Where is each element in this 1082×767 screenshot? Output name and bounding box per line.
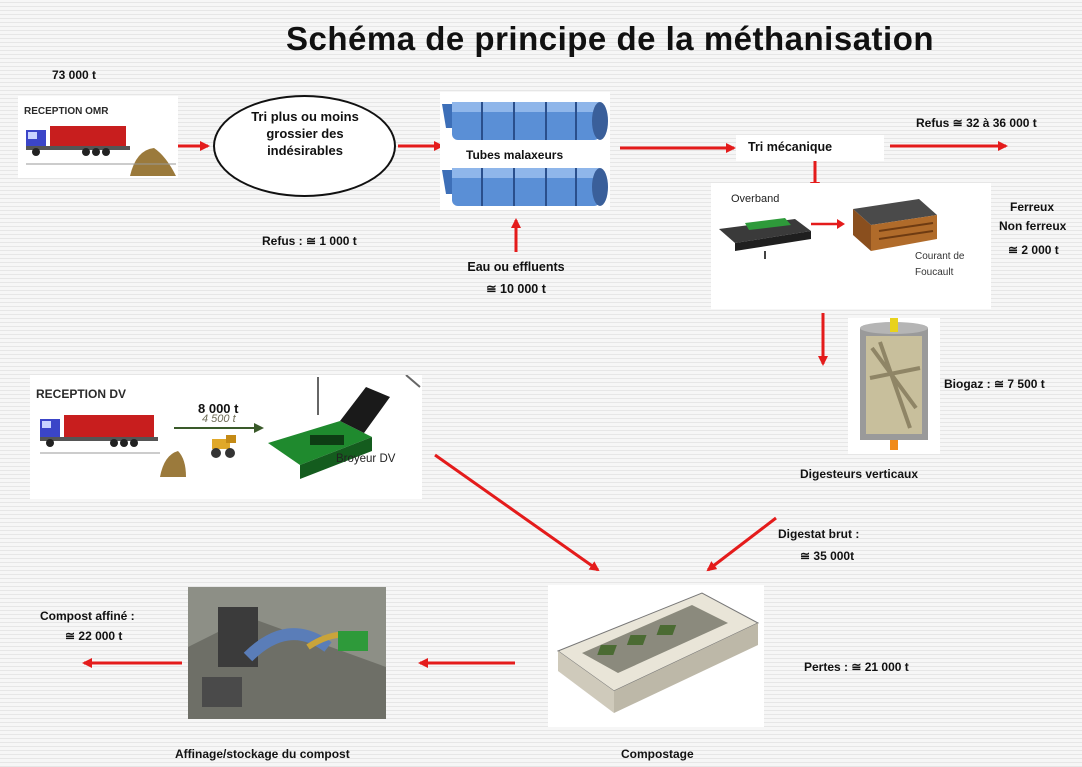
truck-dv-icon (40, 415, 186, 477)
affinage-icon (188, 587, 386, 719)
digesteurs-label: Digesteurs verticaux (800, 467, 919, 481)
tubes-panel: Tubes malaxeurs (440, 92, 610, 210)
reception-dv-panel: RECEPTION DV 8 000 t 4 500 t Broyeur DV (30, 375, 422, 499)
tri-mecanique-box: Tri mécanique (736, 135, 884, 161)
diagram-title: Schéma de principe de la méthanisation (286, 20, 935, 57)
affinage-label: Affinage/stockage du compost (175, 747, 350, 761)
digesteur-icon (860, 318, 928, 450)
dv-qty: 8 000 t (198, 401, 239, 416)
reception-omr-label: RECEPTION OMR (24, 106, 109, 117)
digestat-line1: Digestat brut : (778, 527, 860, 541)
overband-label: Overband (731, 193, 780, 205)
arrow-digestat-to-compost (706, 516, 777, 572)
courant-label-2: Foucault (915, 267, 954, 278)
non-ferreux-label: Non ferreux (999, 219, 1067, 233)
separation-panel: Overband Courant de Foucault (711, 183, 991, 309)
tri-ellipse (213, 95, 396, 197)
omr-tonnage: 73 000 t (52, 68, 97, 82)
tri-mecanique-refus: Refus ≅ 32 à 36 000 t (916, 116, 1037, 130)
dv-arrow (174, 423, 264, 433)
broyeur-label: Broyeur DV (336, 453, 396, 465)
compost-affine-qty: ≅ 22 000 t (65, 629, 123, 643)
tri-label: Tri plus ou moins grossier des indésirab… (251, 109, 359, 158)
dv-qty-overlay: 4 500 t (202, 413, 236, 425)
separation-arrow (811, 219, 845, 229)
courant-label-1: Courant de (915, 251, 965, 262)
compostage-label: Compostage (621, 747, 694, 761)
loader-icon (211, 435, 236, 458)
eau-qty: ≅ 10 000 t (486, 282, 546, 296)
ferreux-label: Ferreux (1010, 200, 1055, 214)
affinage-panel (188, 587, 386, 719)
ferreux-qty: ≅ 2 000 t (1008, 243, 1059, 257)
broyeur-icon (268, 375, 421, 479)
reception-omr-panel: RECEPTION OMR (18, 96, 178, 178)
overband-icon (719, 218, 811, 259)
tubes-label: Tubes malaxeurs (462, 148, 568, 162)
eau-label: Eau ou effluents (467, 260, 565, 274)
tri-refus: Refus : ≅ 1 000 t (262, 234, 357, 248)
digesteur-panel (848, 318, 940, 454)
tri-mecanique-label: Tri mécanique (748, 140, 833, 154)
arrow-broyeur-to-compost (434, 453, 600, 572)
courant-foucault-icon (853, 199, 937, 251)
compostage-icon (556, 592, 760, 713)
truck-icon (26, 126, 176, 176)
reception-dv-label: RECEPTION DV (36, 387, 127, 401)
compost-affine-label: Compost affiné : (40, 609, 135, 623)
tubes-icon (442, 102, 608, 206)
digestat-line2: ≅ 35 000t (800, 549, 855, 563)
biogaz-label: Biogaz : ≅ 7 500 t (944, 377, 1045, 391)
compostage-panel (548, 585, 764, 727)
pertes-label: Pertes : ≅ 21 000 t (804, 660, 909, 674)
